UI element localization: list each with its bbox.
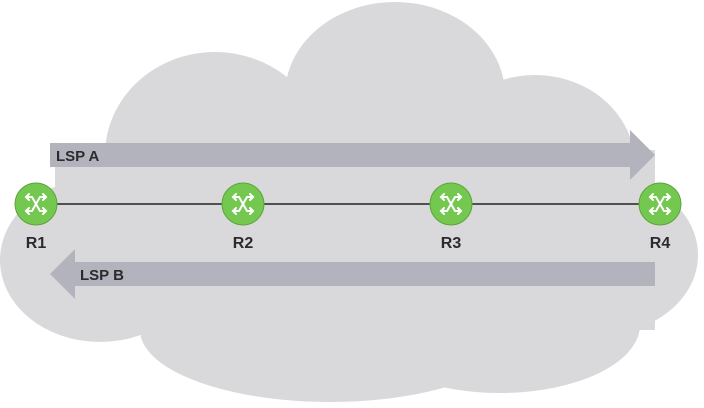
router-r4: [638, 182, 682, 226]
lsp-b-arrow: LSP B: [50, 249, 655, 299]
router-icon: [648, 193, 672, 215]
router-r4-label: R4: [650, 235, 671, 252]
lsp-a-label: LSP A: [56, 148, 100, 165]
router-r3-label: R3: [441, 235, 462, 252]
lsp-a-arrow: LSP A: [50, 130, 655, 180]
router-icon: [231, 193, 255, 215]
router-r1: [14, 182, 58, 226]
lsp-b-label: LSP B: [80, 267, 124, 284]
lsp-a-arrow-shape: [50, 130, 655, 180]
router-icon: [24, 193, 48, 215]
router-r2: [221, 182, 265, 226]
router-icon: [439, 193, 463, 215]
cloud-shape: [0, 2, 698, 402]
router-r2-label: R2: [233, 235, 254, 252]
router-r1-label: R1: [26, 235, 47, 252]
lsp-b-arrow-shape: [50, 249, 655, 299]
router-r3: [429, 182, 473, 226]
